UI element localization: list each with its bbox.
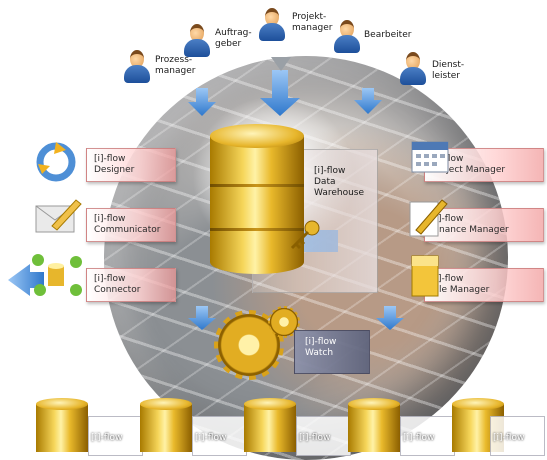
recycle-icon [36,142,76,182]
module-finance-manager: [i]-flow Finance Manager [424,208,544,242]
arrow-down-watch-left [188,306,216,330]
funnel-icon [271,57,291,71]
arrow-down-watch-right [376,306,404,330]
module-watch: [i]-flow Watch [294,330,370,374]
bottom-module-5: [i]-flow [490,416,545,456]
role-label-prozessmanager: Prozess- manager [155,55,196,76]
connector-icon [32,254,82,296]
person-icon [332,20,362,54]
person-icon [122,50,152,84]
module-connector: [i]-flow Connector [86,268,176,302]
person-icon [182,24,212,58]
person-icon [257,8,287,42]
folder-icon [411,255,439,297]
pen-document-icon [409,199,448,237]
role-label-bearbeiter: Bearbeiter [364,30,412,40]
bottom-database-icon [348,398,400,452]
role-label-projektmanager: Projekt- manager [292,12,333,33]
envelope-pen-icon [35,199,82,233]
role-label-dienstleister: Dienst- leister [432,60,465,81]
arrow-down-center [260,70,300,116]
bottom-module-1: [i]-flow [88,416,143,456]
bottom-database-icon [140,398,192,452]
person-icon [398,52,428,86]
module-communicator: [i]-flow Communicator [86,208,176,242]
key-icon [290,220,320,250]
data-warehouse-label: [i]-flow Data Warehouse [314,166,365,198]
arrow-down-dienstleister [354,88,382,114]
bottom-database-icon [244,398,296,452]
bottom-module-3: [i]-flow [296,416,351,456]
module-designer: [i]-flow Designer [86,148,176,182]
database-cylinder-icon [210,124,304,286]
arrow-down-prozessmanager [188,88,216,116]
module-file-manager: [i]-flow File Manager [424,268,544,302]
bottom-module-4: [i]-flow [400,416,455,456]
calendar-icon [411,141,449,173]
bottom-module-2: [i]-flow [192,416,247,456]
bottom-database-icon [452,398,504,452]
role-label-auftraggeber: Auftrag- geber [215,28,252,49]
bottom-database-icon [36,398,88,452]
